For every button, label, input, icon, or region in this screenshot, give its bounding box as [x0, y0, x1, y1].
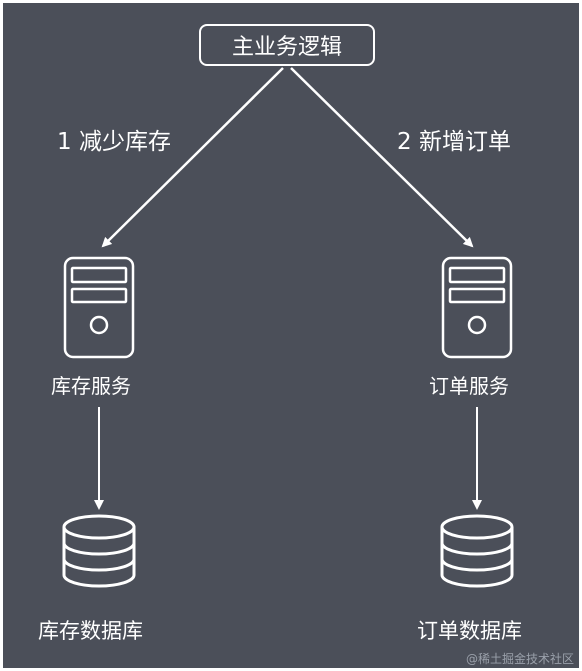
arrow-to-order-service [290, 67, 474, 248]
inventory-db-label: 库存数据库 [38, 619, 143, 643]
main-logic-label: 主业务逻辑 [231, 35, 342, 60]
database-icon [62, 514, 136, 588]
diagram-canvas [3, 3, 579, 668]
step-2-label: 2 新增订单 [397, 129, 511, 155]
main-logic-box: 主业务逻辑 [199, 24, 375, 66]
database-icon [440, 514, 514, 588]
order-service-label: 订单服务 [429, 374, 509, 398]
watermark: @稀土掘金技术社区 [465, 652, 574, 666]
inventory-service-label: 库存服务 [51, 374, 131, 398]
order-db-label: 订单数据库 [417, 619, 522, 643]
server-icon [441, 256, 513, 359]
step-1-label: 1 减少库存 [57, 129, 171, 155]
arrow-to-inventory-service [101, 67, 284, 248]
server-icon [63, 256, 135, 359]
